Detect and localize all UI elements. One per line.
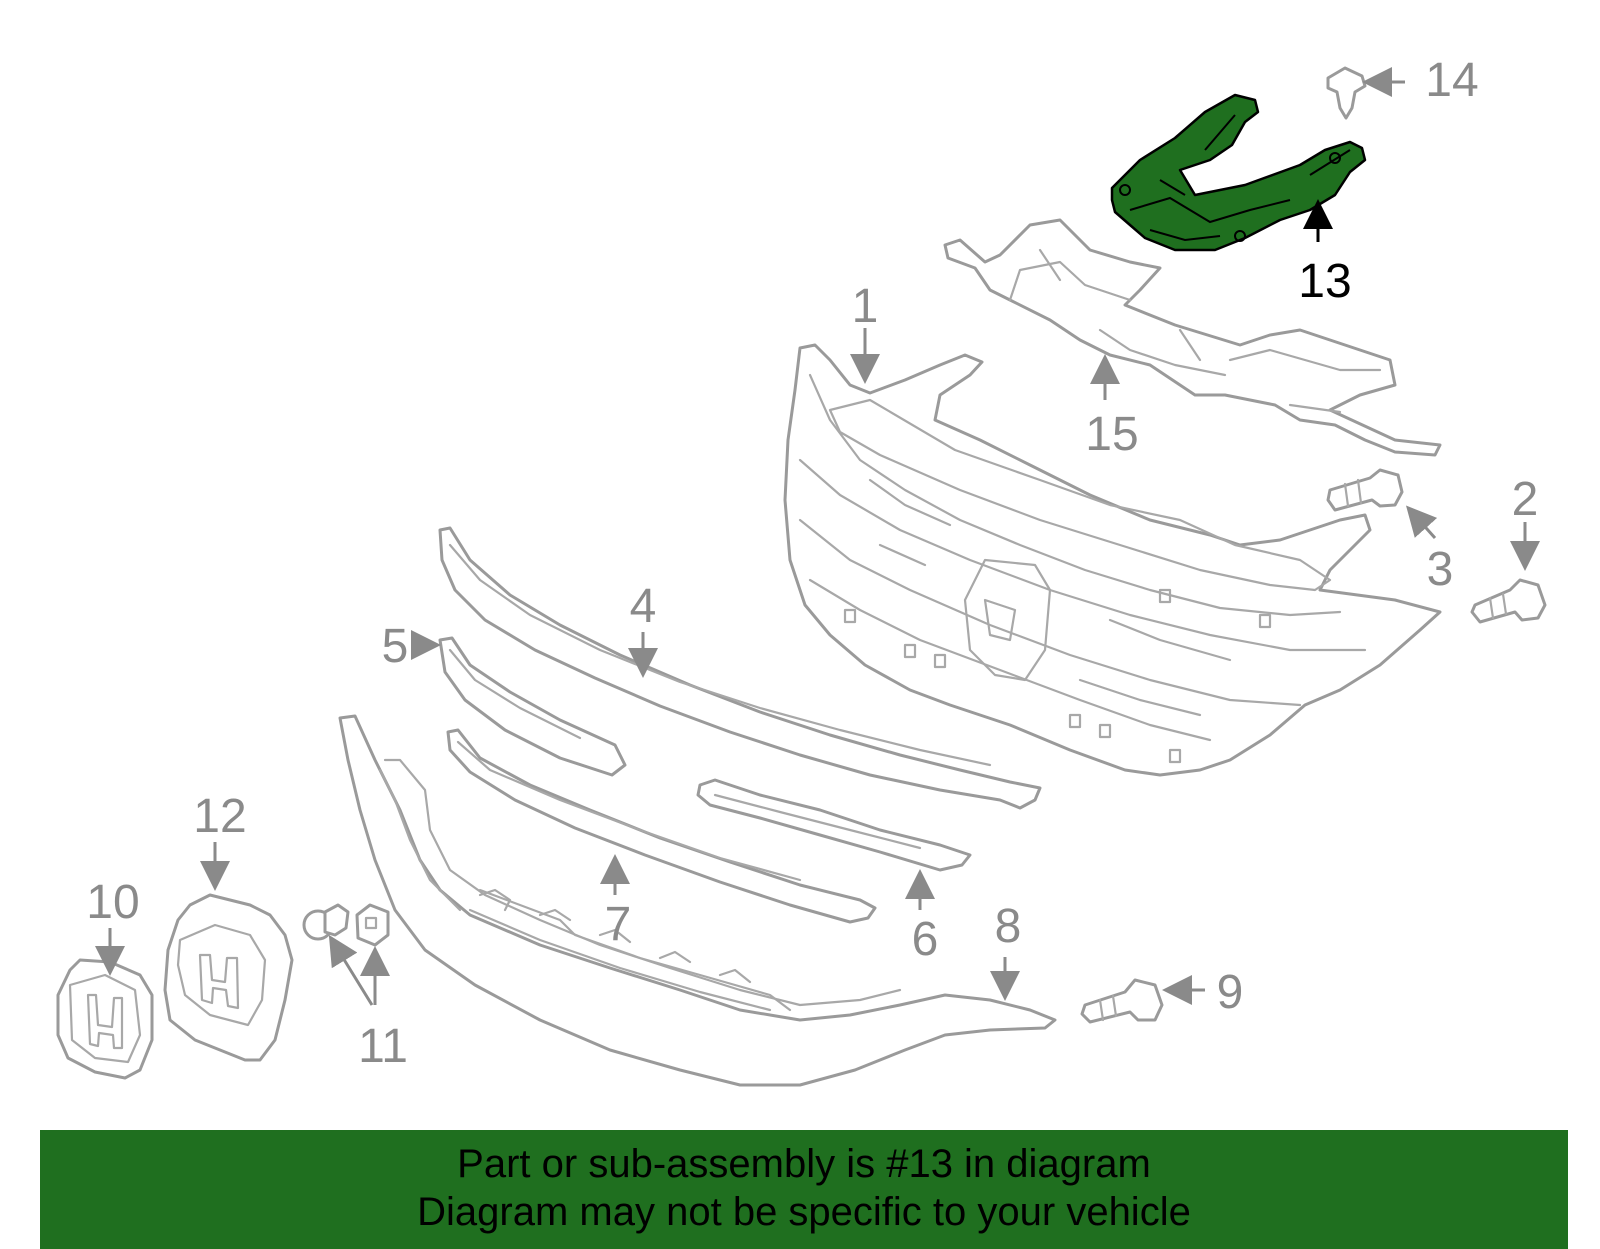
part-3-bolt (1326, 468, 1404, 512)
part-14-clip (1326, 66, 1367, 120)
part-5-molding (438, 636, 627, 777)
part-6-molding (696, 778, 972, 872)
info-banner: Part or sub-assembly is #13 in diagram D… (40, 1130, 1568, 1249)
callout-11: 11 (358, 1020, 408, 1073)
callout-12: 12 (193, 790, 246, 843)
part-9-bolt (1080, 978, 1164, 1024)
callout-13: 13 (1298, 255, 1351, 308)
callout-1: 1 (852, 280, 879, 333)
callout-3: 3 (1427, 543, 1454, 596)
callout-4: 4 (630, 580, 657, 633)
callout-6: 6 (912, 913, 939, 966)
part-10-emblem (56, 958, 154, 1080)
callout-2: 2 (1512, 473, 1539, 526)
leader-lines (95, 67, 1540, 1006)
callout-9: 9 (1217, 966, 1244, 1019)
part-11-clip (302, 903, 350, 941)
part-8-lower-grille (338, 714, 1057, 1087)
part-11-nut (355, 903, 390, 947)
banner-line-disclaimer: Diagram may not be specific to your vehi… (417, 1190, 1191, 1234)
callout-labels: 1 2 3 4 5 6 7 8 9 10 11 12 13 14 15 (86, 54, 1538, 1073)
part-2-bolt (1470, 578, 1547, 624)
part-15-upper-bracket (943, 218, 1442, 457)
callout-8: 8 (995, 900, 1022, 953)
part-13-highlighted-bracket (1110, 93, 1367, 252)
callout-5: 5 (382, 620, 409, 673)
callout-10: 10 (86, 876, 139, 929)
part-7-molding (446, 728, 877, 924)
callout-14: 14 (1425, 54, 1478, 107)
part-4-molding (438, 526, 1042, 810)
part-12-emblem-base (163, 893, 294, 1062)
banner-line-part-number: Part or sub-assembly is #13 in diagram (457, 1142, 1151, 1186)
callout-7: 7 (605, 898, 632, 951)
part-1-grille (783, 343, 1442, 777)
callout-15: 15 (1085, 408, 1138, 461)
